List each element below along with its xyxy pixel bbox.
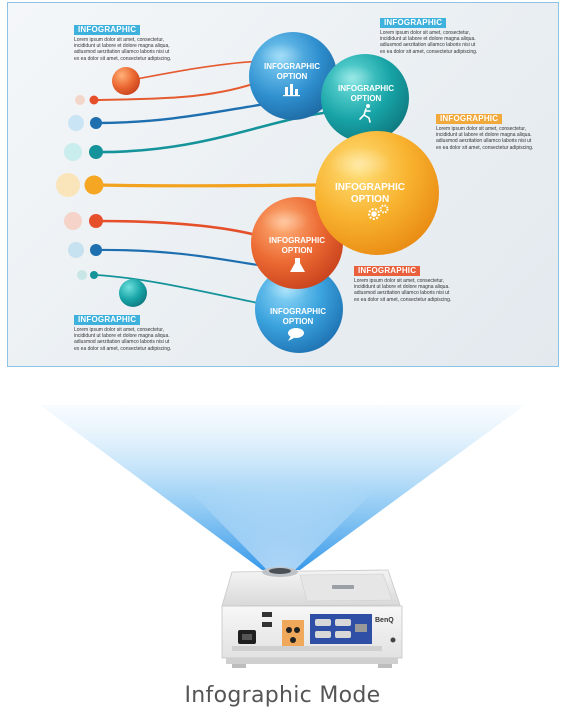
gears-icon (368, 204, 389, 220)
text-line: adiusmod aerzitation ullamco laboris nis… (380, 42, 476, 49)
text-line: ex ea dolor sit amet, consectetur adipis… (354, 296, 452, 303)
text-line: incididunt ut labore et dolore magna ali… (436, 132, 532, 139)
brand-logo: BenQ (375, 617, 394, 624)
text-line: adiusmod aerzitation ullamco laboris nis… (436, 138, 532, 145)
infographic-tag: INFOGRAPHIC (380, 18, 447, 28)
infographic-tag: INFOGRAPHIC (436, 114, 503, 124)
sphere-labels: INFOGRAPHIC OPTION INFOGRAPHIC OPTION IN… (264, 62, 405, 326)
text-line: Lorem ipsum dolor sit amet, consectetur, (74, 37, 165, 43)
audio-video-panel (282, 620, 304, 646)
text-line: ex ea dolor sit amet, consectetur adipis… (380, 48, 478, 55)
text-line: ex ea dolor sit amet, consectetur adipis… (74, 55, 172, 62)
text-block-middle-right: INFOGRAPHIC Lorem ipsum dolor sit amet, … (436, 114, 554, 151)
sphere-label-1-line2: OPTION (277, 72, 308, 81)
text-line: Lorem ipsum dolor sit amet, consectetur, (436, 126, 527, 132)
sphere-blue-top (249, 32, 337, 120)
text-line: Lorem ipsum dolor sit amet, consectetur, (354, 278, 445, 284)
connector-lines (94, 60, 325, 304)
sphere-red (251, 197, 343, 289)
left-dots (56, 67, 147, 307)
sphere-orange (315, 131, 439, 255)
infographic-tag: INFOGRAPHIC (354, 266, 421, 276)
running-person-icon (359, 104, 371, 123)
infographic-tag: INFOGRAPHIC (74, 25, 141, 35)
text-line: ex ea dolor sit amet, consectetur adipis… (436, 144, 534, 151)
text-line: adiusmod aerzitation ullamco laboris nis… (74, 49, 170, 56)
text-line: incididunt ut labore et dolore magna ali… (74, 333, 170, 340)
text-block-bottom-right: INFOGRAPHIC Lorem ipsum dolor sit amet, … (354, 266, 472, 303)
sphere-label-3-line1: INFOGRAPHIC (335, 182, 405, 193)
text-block-body: Lorem ipsum dolor sit amet, consectetur,… (74, 37, 192, 62)
mode-caption: Infographic Mode (184, 683, 381, 708)
sphere-label-5-line2: OPTION (283, 317, 314, 326)
sphere-label-1-line1: INFOGRAPHIC (264, 62, 320, 71)
text-block-top-left: INFOGRAPHIC Lorem ipsum dolor sit amet, … (74, 25, 192, 62)
text-block-body: Lorem ipsum dolor sit amet, consectetur,… (354, 278, 472, 303)
sphere-label-4-line2: OPTION (282, 246, 313, 255)
sphere-label-2-line1: INFOGRAPHIC (338, 84, 394, 93)
sphere-label-2-line2: OPTION (351, 94, 382, 103)
sphere-label-3-line2: OPTION (351, 194, 389, 205)
text-block-body: Lorem ipsum dolor sit amet, consectetur,… (380, 30, 498, 55)
text-line: incididunt ut labore et dolore magna ali… (354, 284, 450, 291)
flask-icon (290, 258, 305, 272)
sphere-label-4-line1: INFOGRAPHIC (269, 236, 325, 245)
text-block-body: Lorem ipsum dolor sit amet, consectetur,… (74, 327, 192, 352)
bar-chart-icon (283, 84, 300, 97)
text-line: adiusmod aerzitation ullamco laboris nis… (74, 339, 170, 346)
projected-infographic-screen: INFOGRAPHIC OPTION INFOGRAPHIC OPTION IN… (7, 2, 559, 367)
text-line: incididunt ut labore et dolore magna ali… (380, 36, 476, 43)
infographic-tag: INFOGRAPHIC (74, 315, 141, 325)
speech-bubble-icon (288, 328, 304, 341)
text-line: Lorem ipsum dolor sit amet, consectetur, (74, 327, 165, 333)
text-block-bottom-left: INFOGRAPHIC Lorem ipsum dolor sit amet, … (74, 315, 192, 352)
sphere-teal (321, 54, 409, 142)
sphere-label-5-line1: INFOGRAPHIC (270, 307, 326, 316)
text-line: Lorem ipsum dolor sit amet, consectetur, (380, 30, 471, 36)
infographic-artwork: INFOGRAPHIC OPTION INFOGRAPHIC OPTION IN… (56, 32, 439, 353)
text-line: adiusmod aerzitation ullamco laboris nis… (354, 290, 450, 297)
text-line: incididunt ut labore et dolore magna ali… (74, 43, 170, 50)
text-block-body: Lorem ipsum dolor sit amet, consectetur,… (436, 126, 554, 151)
text-block-top-right: INFOGRAPHIC Lorem ipsum dolor sit amet, … (380, 18, 498, 55)
text-line: ex ea dolor sit amet, consectetur adipis… (74, 345, 172, 352)
